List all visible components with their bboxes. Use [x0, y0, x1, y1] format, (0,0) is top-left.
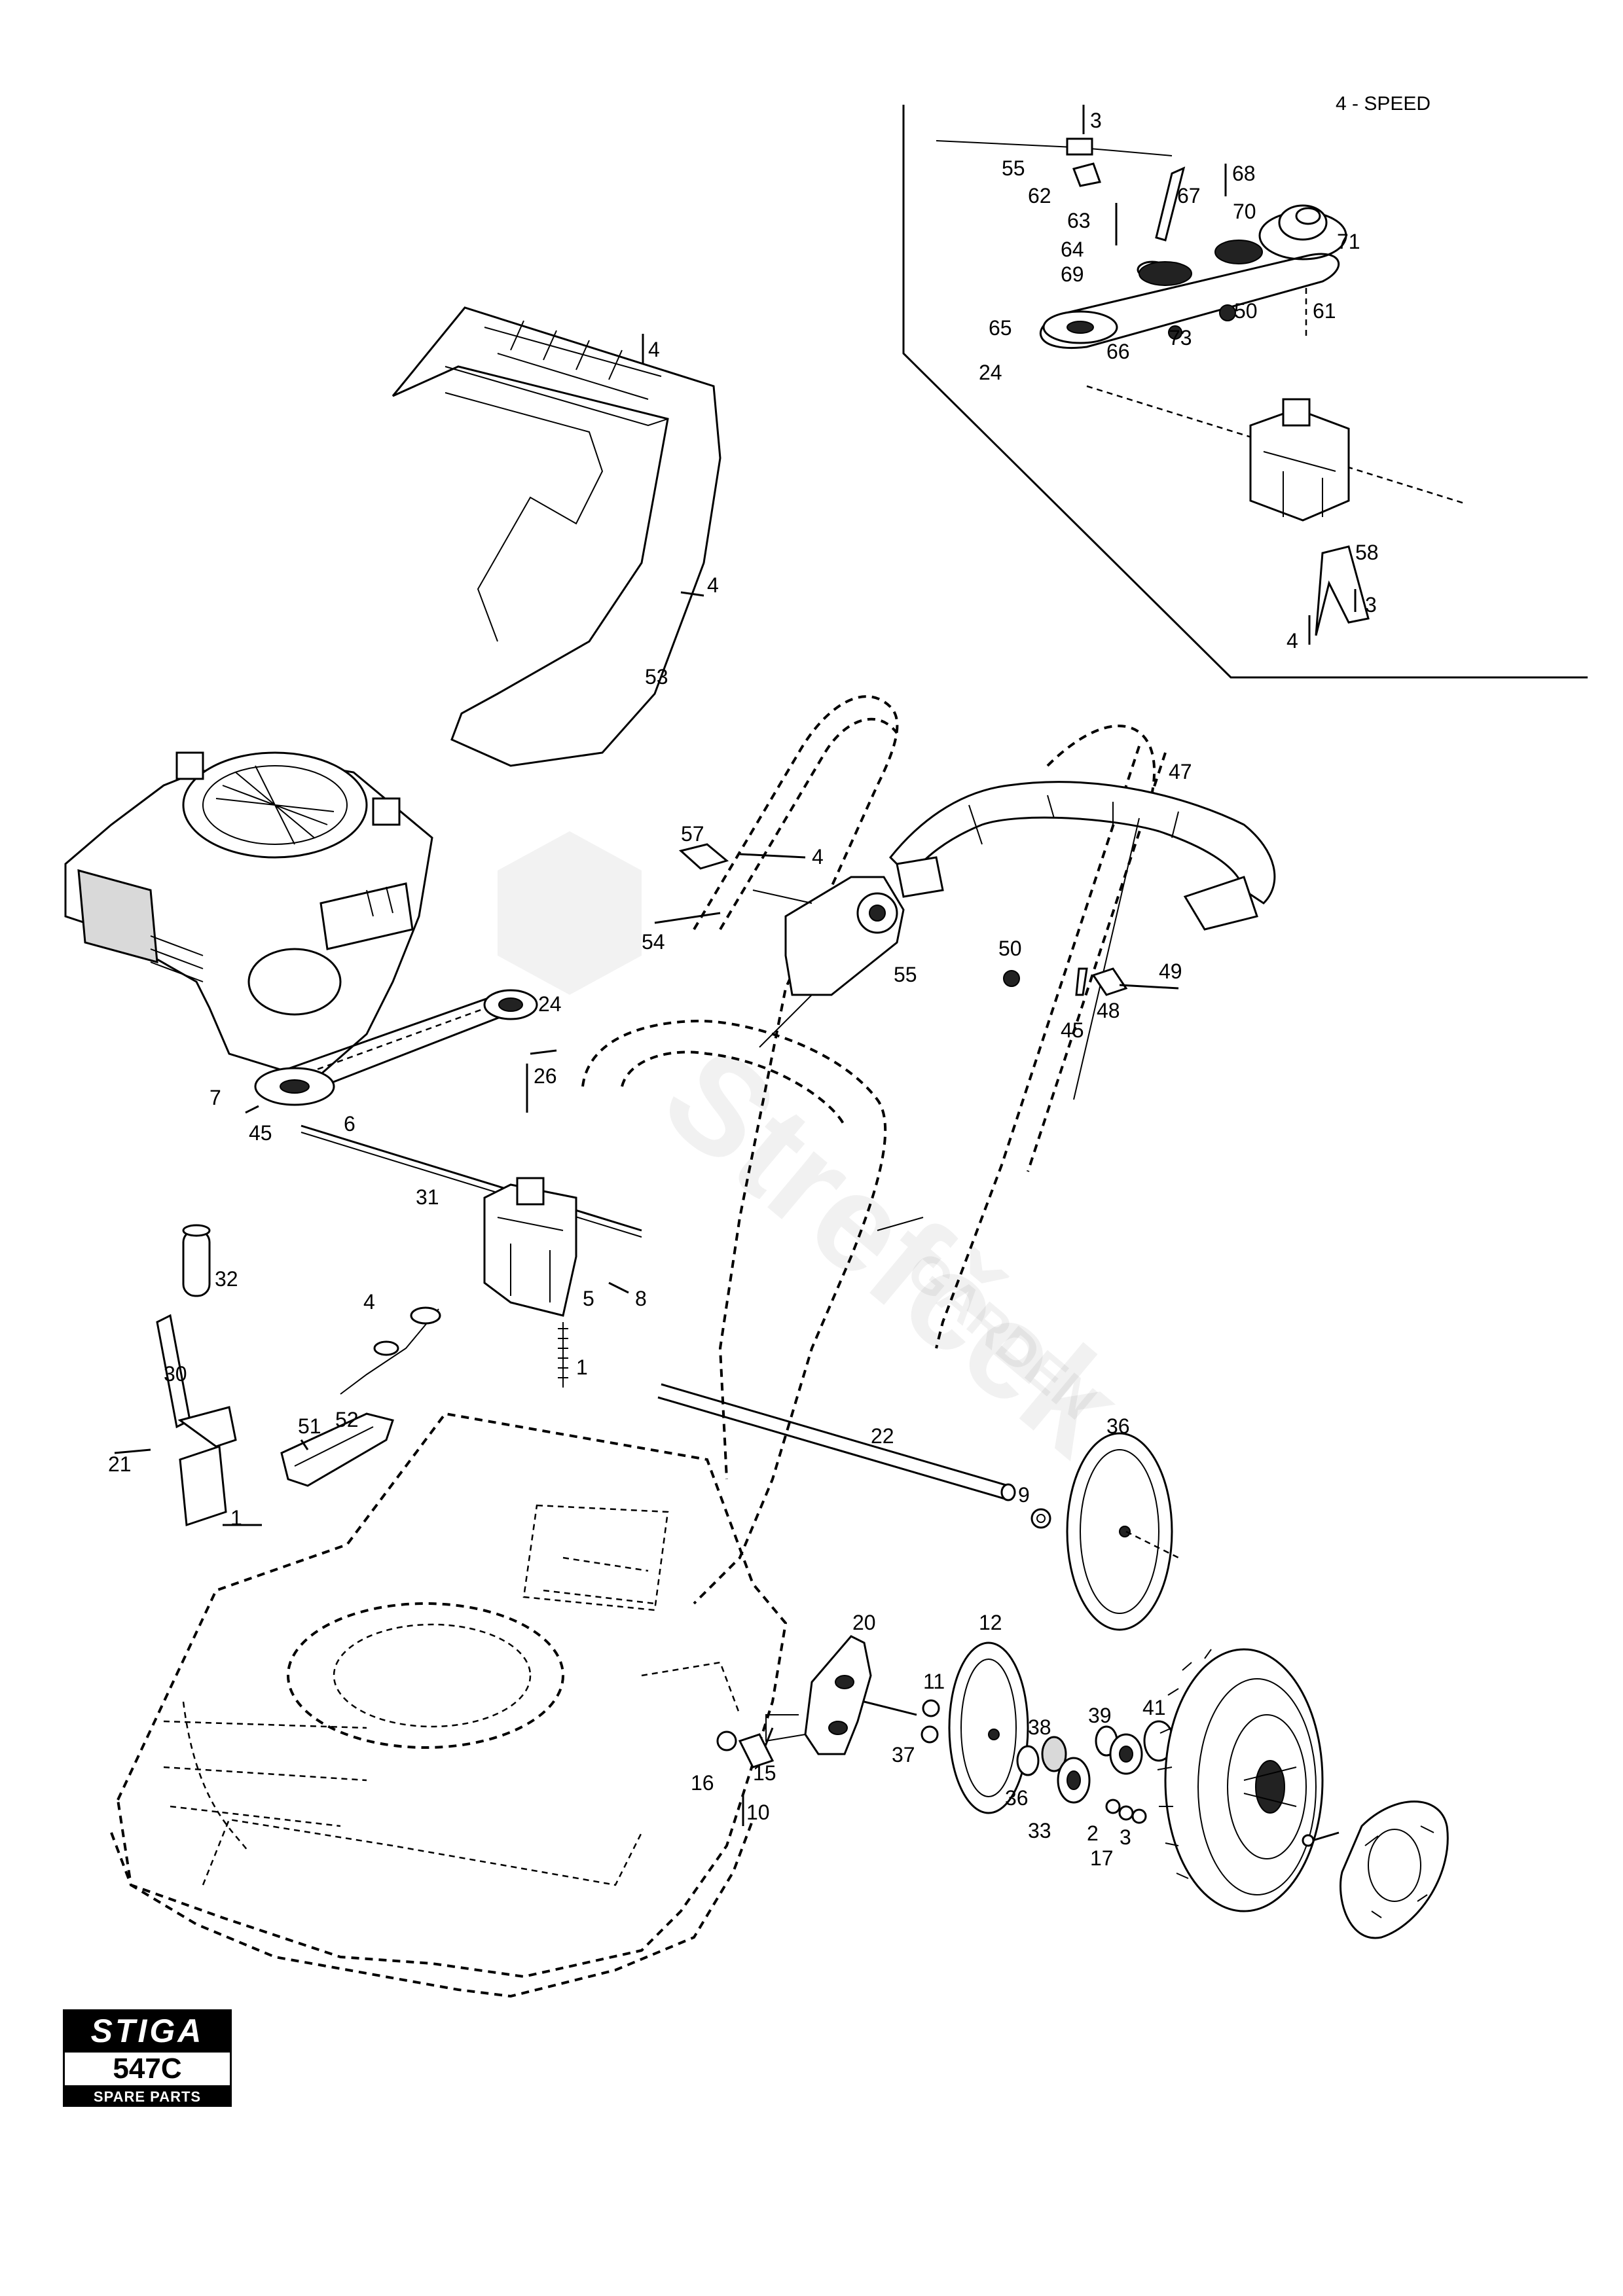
callout: 52 [335, 1408, 359, 1431]
inset-bracket-58 [1315, 545, 1370, 636]
callout: 45 [249, 1121, 272, 1145]
callout: 21 [108, 1452, 132, 1476]
lever-grip-7 [182, 1229, 211, 1297]
adjuster-5: 51 52 [280, 1408, 394, 1487]
grass-deflector-53: 4 4 53 [392, 306, 721, 767]
callout: 1 [230, 1506, 242, 1530]
callout: 66 [1106, 340, 1130, 363]
callout: 39 [1088, 1704, 1112, 1727]
callout: 50 [998, 937, 1022, 960]
inset-title: 4 - SPEED [1336, 93, 1431, 115]
handle: 47 57 4 54 55 50 45 49 48 [581, 695, 1276, 1605]
callout: 50 [1234, 299, 1258, 323]
callout: 68 [1232, 162, 1256, 185]
callout: 4 [648, 338, 660, 361]
callout: 55 [1002, 156, 1025, 180]
callout: 16 [691, 1771, 714, 1795]
callout: 2 [1087, 1821, 1099, 1845]
callout: 8 [635, 1287, 647, 1310]
callout: 6 [344, 1112, 356, 1136]
brand-plate: STIGA 547C SPARE PARTS [63, 2009, 232, 2114]
callout: 24 [979, 361, 1002, 384]
callout: 53 [645, 665, 668, 689]
callout: 17 [1090, 1846, 1114, 1870]
inset-belt [1040, 253, 1340, 349]
callout: 64 [1061, 238, 1084, 261]
callout: 38 [1028, 1715, 1051, 1739]
four-speed-inset: 4 - SPEED [902, 93, 1588, 679]
callout: 12 [979, 1611, 1002, 1634]
wheel-cover-22 [948, 1641, 1029, 1814]
callout: 32 [215, 1267, 238, 1291]
callout: 3 [1365, 593, 1377, 617]
callout: 62 [1028, 184, 1051, 207]
callout: 37 [892, 1743, 915, 1767]
callout: 71 [1337, 230, 1360, 253]
callout: 4 [1286, 629, 1298, 653]
callout: 67 [1177, 184, 1201, 207]
callout: 49 [1159, 960, 1182, 983]
rear-axle-51: 22 9 36 [657, 1383, 1179, 1631]
callout: 1 [576, 1355, 588, 1379]
wheel-bracket-1 [804, 1635, 872, 1755]
callout: 30 [164, 1362, 187, 1386]
callout: 48 [1097, 999, 1120, 1022]
deck-outline [116, 1412, 788, 1979]
callout: 41 [1142, 1696, 1166, 1719]
inset-border [902, 105, 1588, 679]
callout: 4 [363, 1290, 375, 1314]
callout: 63 [1067, 209, 1091, 232]
callout: 57 [681, 822, 704, 846]
inset-cable-55 [936, 140, 1173, 156]
callout: 20 [852, 1611, 876, 1634]
callout: 4 [812, 845, 824, 869]
callout: 24 [538, 992, 562, 1016]
callout: 45 [1061, 1018, 1084, 1042]
inset-callouts: 3 55 62 67 68 63 70 71 64 69 65 50 61 24… [979, 109, 1379, 653]
callout: 15 [753, 1761, 776, 1785]
stiga-logo: STIGA [63, 2009, 232, 2053]
callout: 9 [1018, 1483, 1030, 1507]
callout: 11 [923, 1670, 945, 1693]
callout: 4 [707, 573, 719, 597]
callout: 3 [1090, 109, 1102, 132]
callout: 5 [583, 1287, 594, 1310]
callout: 36 [1005, 1786, 1029, 1810]
callout: 33 [1028, 1819, 1051, 1842]
callout: 26 [534, 1064, 557, 1088]
callout: 69 [1061, 262, 1084, 286]
callout: 55 [894, 963, 917, 986]
callout: 70 [1233, 200, 1256, 223]
lower-handle [581, 1019, 887, 1605]
callout: 22 [871, 1424, 894, 1448]
callout: 47 [1169, 760, 1192, 783]
callout: 10 [746, 1801, 770, 1824]
callout: 31 [416, 1185, 439, 1209]
callout: 36 [1106, 1414, 1130, 1438]
handle-dashed [693, 695, 899, 1480]
callout: 54 [642, 930, 665, 954]
callout: 58 [1355, 541, 1379, 564]
callout: 61 [1313, 299, 1336, 323]
callout: 65 [989, 316, 1012, 340]
gearbox-26: 31 1 5 8 4 [301, 1124, 647, 1395]
spare-parts-label: SPARE PARTS [63, 2087, 232, 2107]
model-number: 547C [63, 2053, 232, 2087]
lower-belt-25: 24 26 7 6 45 [210, 989, 562, 1145]
callout: 73 [1169, 326, 1192, 350]
front-wheel-assembly: 20 16 15 10 11 37 12 38 39 41 36 33 2 [691, 1611, 1449, 1939]
height-lever: 32 30 21 1 [108, 1224, 262, 1530]
hubcap-17 [1340, 1801, 1449, 1939]
engine [64, 751, 433, 1081]
callout: 7 [210, 1086, 221, 1109]
callout: 3 [1120, 1825, 1131, 1849]
callout: 51 [298, 1414, 321, 1438]
